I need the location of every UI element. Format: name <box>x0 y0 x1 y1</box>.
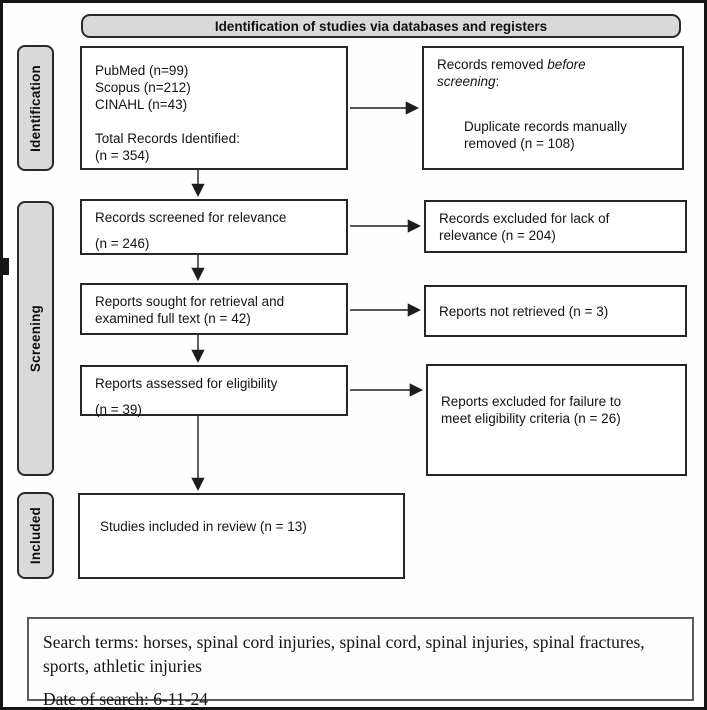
records-removed-italic: screening <box>437 74 496 89</box>
reports-sought-line: examined full text (n = 42) <box>95 311 251 326</box>
database-line: Scopus (n=212) <box>95 80 191 95</box>
stage-screening-label: Screening <box>28 304 43 373</box>
database-line: PubMed (n=99) <box>95 63 189 78</box>
stage-screening: Screening <box>17 201 54 476</box>
studies-included-text: Studies included in review (n = 13) <box>100 519 307 534</box>
not-retrieved-text: Reports not retrieved (n = 3) <box>439 303 609 319</box>
stage-included-label: Included <box>28 506 43 565</box>
duplicates-line: Duplicate records manually <box>464 119 627 134</box>
database-line: CINAHL (n=43) <box>95 97 188 112</box>
excluded-relevance-line: Records excluded for lack of <box>439 211 610 226</box>
total-records-value: (n = 354) <box>95 148 150 163</box>
box-excluded-eligibility: Reports excluded for failure to meet eli… <box>426 364 687 476</box>
reports-assessed-line: Reports assessed for eligibility <box>95 376 278 391</box>
box-reports-sought: Reports sought for retrieval and examine… <box>80 283 348 335</box>
box-databases: PubMed (n=99) Scopus (n=212) CINAHL (n=4… <box>80 46 348 170</box>
stage-identification-label: Identification <box>28 64 43 152</box>
border-notch <box>3 258 9 275</box>
records-removed-italic: before <box>547 57 586 72</box>
stage-included: Included <box>17 492 54 579</box>
box-records-screened: Records screened for relevance (n = 246) <box>80 199 348 255</box>
reports-assessed-count: (n = 39) <box>95 402 142 417</box>
box-reports-assessed: Reports assessed for eligibility (n = 39… <box>80 365 348 417</box>
records-screened-count: (n = 246) <box>95 236 150 251</box>
total-records-label: Total Records Identified: <box>95 131 240 146</box>
excluded-eligibility-line: Reports excluded for failure to <box>441 394 622 409</box>
date-of-search-text: Date of search: 6-11-24 <box>43 689 209 709</box>
duplicates-line: removed (n = 108) <box>464 136 575 151</box>
box-excluded-relevance: Records excluded for lack of relevance (… <box>424 200 687 253</box>
records-removed-prefix: Records removed <box>437 57 548 72</box>
diagram-title: Identification of studies via databases … <box>214 18 548 34</box>
box-studies-included: Studies included in review (n = 13) <box>78 493 405 579</box>
box-not-retrieved: Reports not retrieved (n = 3) <box>424 285 687 337</box>
diagram-title-banner: Identification of studies via databases … <box>81 14 681 38</box>
stage-identification: Identification <box>17 45 54 171</box>
records-screened-line: Records screened for relevance <box>95 210 287 225</box>
box-records-removed: Records removed before screening: Duplic… <box>422 46 684 170</box>
excluded-relevance-line: relevance (n = 204) <box>439 228 556 243</box>
search-note-box: Search terms: horses, spinal cord injuri… <box>27 617 694 707</box>
search-terms-text: Search terms: horses, spinal cord injuri… <box>43 632 645 676</box>
excluded-eligibility-line: meet eligibility criteria (n = 26) <box>441 411 621 426</box>
records-removed-suffix: : <box>495 74 500 89</box>
duplicates-removed-text: Duplicate records manually removed (n = … <box>464 118 670 152</box>
records-removed-text: Records removed before screening: <box>437 56 670 90</box>
reports-sought-line: Reports sought for retrieval and <box>95 294 285 309</box>
